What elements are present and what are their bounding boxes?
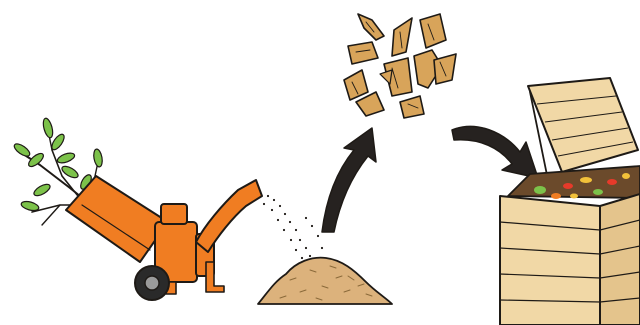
down-right-arrow-icon [452, 126, 538, 178]
wood-chips-pile-icon [258, 258, 392, 304]
compost-bin-icon [500, 78, 640, 325]
wood-chunks-icon [344, 14, 456, 118]
chip-spray-icon [263, 195, 323, 263]
wood-chipper-icon [66, 176, 262, 300]
up-arrow-icon [322, 128, 376, 232]
